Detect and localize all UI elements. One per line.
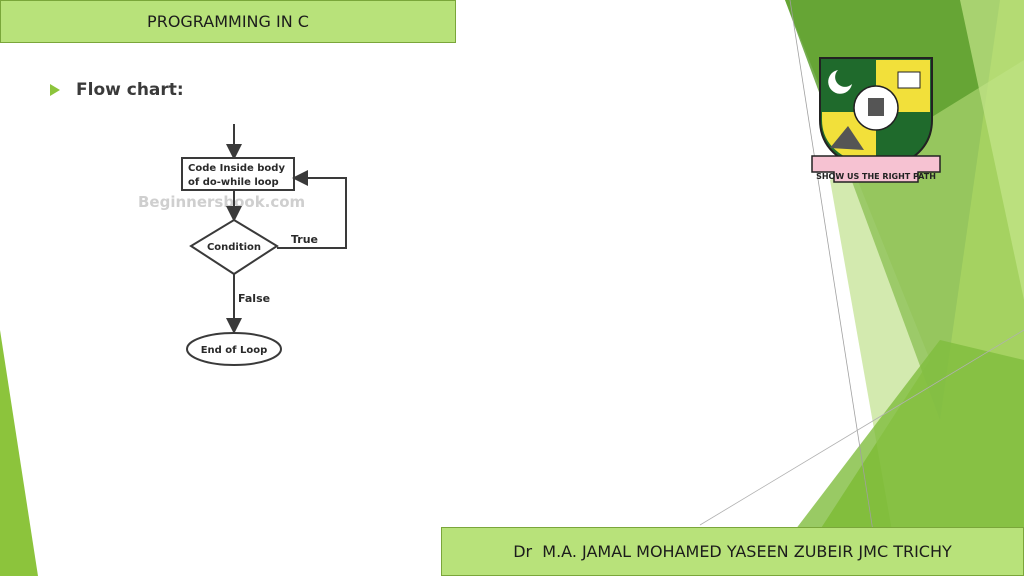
footer-box: Dr M.A. JAMAL MOHAMED YASEEN ZUBEIR JMC … (441, 527, 1024, 576)
end-label: End of Loop (201, 345, 268, 356)
emblem-ribbon (811, 155, 941, 183)
decor-line-2 (699, 329, 1024, 526)
crescent-icon (828, 70, 852, 94)
slide-title: PROGRAMMING IN C (147, 12, 309, 31)
true-loop-arrow (277, 170, 347, 249)
slide-title-box: PROGRAMMING IN C (0, 0, 456, 43)
footer-text: Dr M.A. JAMAL MOHAMED YASEEN ZUBEIR JMC … (513, 542, 952, 561)
bullet-label: Flow chart: (76, 80, 184, 100)
body-box (181, 157, 295, 191)
decor-line-1 (789, 0, 881, 576)
body-box-line1: Code Inside body (188, 163, 285, 174)
end-ellipse (186, 332, 282, 366)
flowchart: Code Inside body of do-while loop Beginn… (138, 124, 347, 366)
false-label: False (238, 292, 270, 305)
mosque-icon (868, 98, 884, 116)
book-icon (897, 71, 921, 89)
bullet-arrow-icon (50, 84, 60, 96)
body-box-line2: of do-while loop (188, 177, 279, 188)
true-label: True (291, 233, 318, 246)
college-emblem: SHOW US THE RIGHT PATH (811, 57, 941, 183)
emblem-motto: SHOW US THE RIGHT PATH (816, 172, 936, 181)
bullet-item: Flow chart: (50, 78, 184, 102)
decor-left-sliver (0, 330, 38, 576)
mountain-icon (830, 126, 864, 150)
decor-bright-facet (960, 0, 1024, 300)
condition-label: Condition (207, 242, 261, 253)
decor-mid-facet (760, 340, 1024, 576)
watermark-text: Beginnersbook.com (138, 193, 305, 211)
